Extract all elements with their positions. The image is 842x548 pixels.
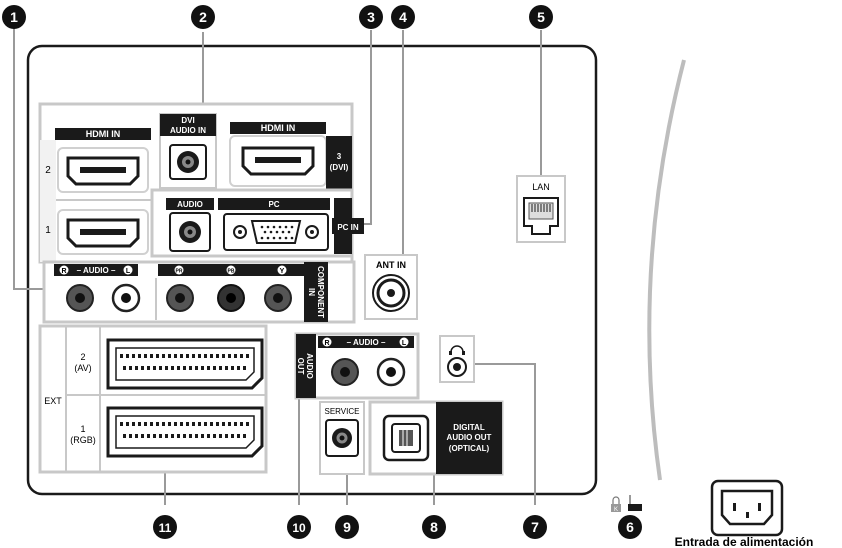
component-audio-label: – AUDIO –	[77, 266, 116, 275]
hdmi-in-right-label: HDMI IN	[261, 123, 296, 133]
pc-audio-jack[interactable]	[169, 212, 211, 252]
component-in-label: COMPONENT	[316, 266, 325, 318]
ext-label: EXT	[44, 396, 62, 406]
callout-1: 1	[2, 5, 26, 29]
hdmi-2-port[interactable]	[57, 147, 149, 193]
headphone-icon	[450, 345, 464, 353]
component-r-label: R	[61, 268, 66, 275]
tv-side-curve	[647, 59, 686, 481]
svg-text:2: 2	[199, 9, 207, 25]
pc-label: PC	[268, 200, 279, 209]
ext-1-label: 1	[80, 424, 85, 434]
callout-10: 10	[287, 515, 311, 539]
svg-text:8: 8	[430, 519, 438, 535]
headphone-jack[interactable]	[447, 357, 467, 377]
callout-3: 3	[359, 5, 383, 29]
component-pb-jack[interactable]	[217, 284, 245, 312]
component-y-jack[interactable]	[264, 284, 292, 312]
audio-out-l-label: L	[402, 340, 407, 347]
component-pr-jack[interactable]	[166, 284, 194, 312]
callout-6: 6	[618, 515, 642, 539]
lan-label: LAN	[532, 182, 550, 192]
scart-1-port[interactable]	[106, 406, 264, 458]
svg-text:9: 9	[343, 519, 351, 535]
callout-8: 8	[422, 515, 446, 539]
svg-text:10: 10	[292, 521, 306, 535]
pr-label: PR	[176, 269, 183, 275]
dvi-audio-jack[interactable]	[169, 144, 207, 180]
service-jack[interactable]	[325, 419, 359, 457]
ant-in-label: ANT IN	[376, 260, 406, 270]
optical-port[interactable]	[382, 414, 430, 462]
service-label: SERVICE	[325, 407, 360, 416]
power-inlet[interactable]	[710, 479, 784, 537]
audio-in-label: AUDIO IN	[170, 126, 206, 135]
hdmi-2-label: 2	[45, 165, 51, 176]
ext-1-rgb-label: (RGB)	[70, 435, 96, 445]
hdmi-1-port[interactable]	[57, 209, 149, 255]
svg-text:4: 4	[399, 9, 407, 25]
svg-text:1: 1	[10, 9, 18, 25]
ant-in-jack[interactable]	[372, 274, 410, 312]
svg-text:6: 6	[626, 519, 634, 535]
hdmi-3-dvi-label: (DVI)	[330, 163, 349, 172]
audio-out-label: AUDIO	[305, 353, 314, 379]
callout-11: 11	[153, 515, 177, 539]
kensington-label: K	[614, 507, 618, 513]
hdmi-3-port[interactable]	[229, 135, 327, 187]
svg-text:7: 7	[531, 519, 539, 535]
ext-2-label: 2	[80, 352, 85, 362]
digital-optical-label: (OPTICAL)	[449, 444, 490, 453]
power-input-label: Entrada de alimentación	[675, 535, 814, 548]
svg-text:3: 3	[367, 9, 375, 25]
component-audio-r-jack[interactable]	[66, 284, 94, 312]
pb-label: PB	[228, 269, 235, 275]
pc-in-label: PC IN	[337, 223, 359, 232]
audio-out-l-jack[interactable]	[376, 357, 406, 387]
scart-2-port[interactable]	[106, 338, 264, 390]
audio-out-r-jack[interactable]	[331, 358, 359, 386]
callout-2: 2	[191, 5, 215, 29]
callout-5: 5	[529, 5, 553, 29]
audio-out-audio-label: – AUDIO –	[347, 338, 386, 347]
hdmi-3-label: 3	[337, 152, 342, 161]
hdmi-1-label: 1	[45, 225, 51, 236]
y-label: Y	[280, 268, 285, 275]
back-panel	[26, 44, 598, 496]
hdmi-in-left-label: HDMI IN	[86, 129, 121, 139]
audio-out-label-2: OUT	[296, 358, 305, 375]
callout-9: 9	[335, 515, 359, 539]
kensington-lock-icon: K	[611, 496, 642, 513]
dvi-label: DVI	[181, 116, 194, 125]
callout-4: 4	[391, 5, 415, 29]
ext-2-av-label: (AV)	[74, 363, 91, 373]
vga-port[interactable]	[223, 213, 329, 251]
component-in-label-2: IN	[307, 288, 316, 296]
lan-port[interactable]	[523, 197, 559, 235]
svg-text:5: 5	[537, 9, 545, 25]
audio-out-r-label: R	[324, 340, 329, 347]
component-l-label: L	[126, 268, 131, 275]
pc-audio-label: AUDIO	[177, 200, 203, 209]
svg-text:11: 11	[159, 521, 172, 535]
digital-audio-out-label: AUDIO OUT	[447, 433, 492, 442]
digital-label: DIGITAL	[453, 423, 485, 432]
callout-7: 7	[523, 515, 547, 539]
component-audio-l-jack[interactable]	[111, 283, 141, 313]
